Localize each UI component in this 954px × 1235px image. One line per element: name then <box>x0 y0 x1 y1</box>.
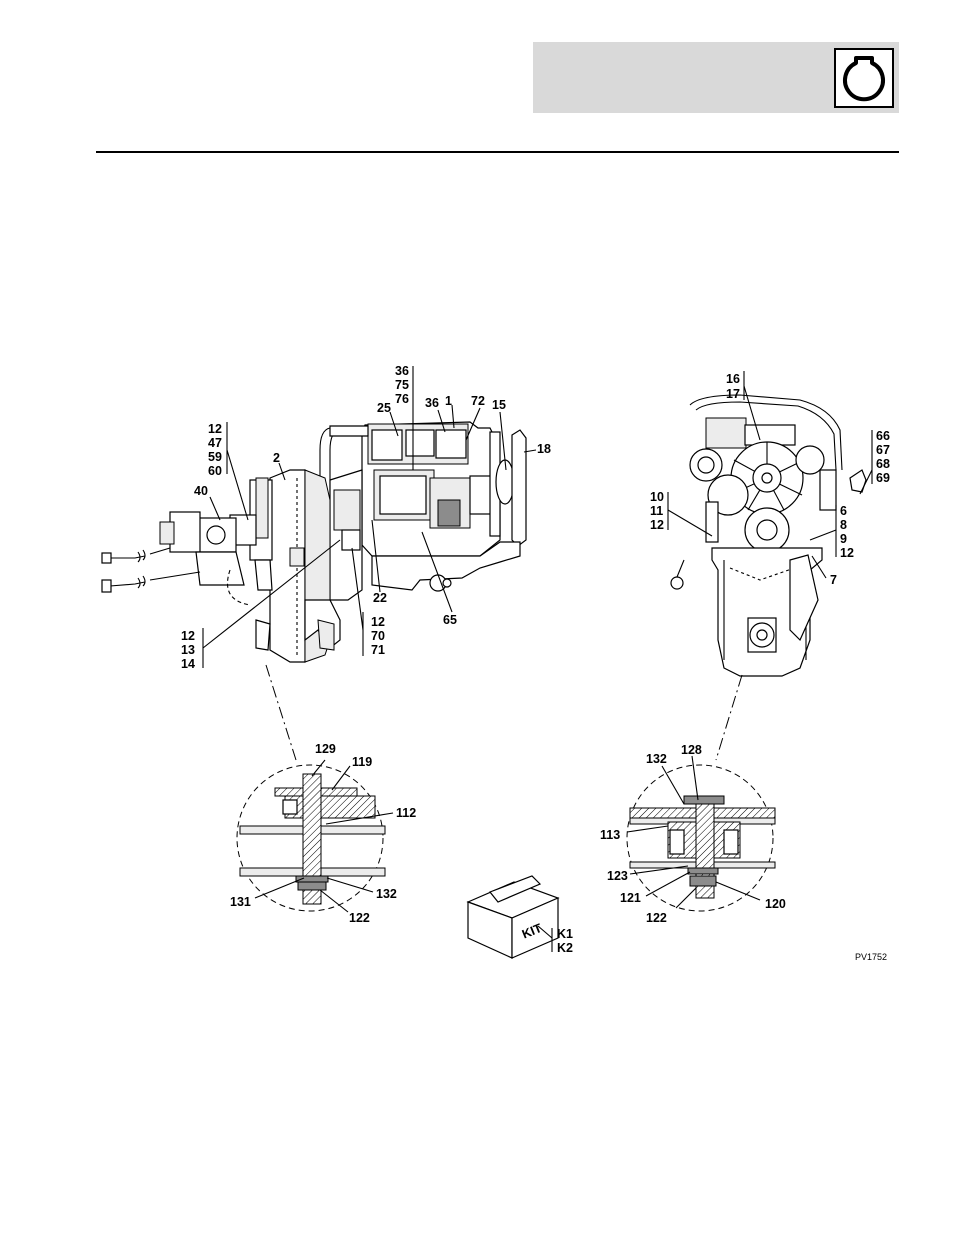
label-12-c: 12 <box>181 629 195 643</box>
header-rule <box>96 151 899 153</box>
label-6: 6 <box>840 504 847 518</box>
label-65: 65 <box>443 613 457 627</box>
engine-side-view <box>101 421 527 663</box>
label-17: 17 <box>726 387 740 401</box>
label-12-b: 12 <box>371 615 385 629</box>
label-12-e: 12 <box>840 546 854 560</box>
engine-icon-glyph <box>843 56 885 102</box>
label-k1: K1 <box>557 927 573 941</box>
label-113: 113 <box>600 828 620 842</box>
label-75: 75 <box>395 378 409 392</box>
label-128: 128 <box>681 743 702 757</box>
label-60: 60 <box>208 464 222 478</box>
label-47: 47 <box>208 436 222 450</box>
figure-reference: PV1752 <box>855 952 887 962</box>
detail-right <box>626 764 776 912</box>
label-40: 40 <box>194 484 208 498</box>
label-11: 11 <box>650 504 663 518</box>
label-69: 69 <box>876 471 890 485</box>
label-129: 129 <box>315 742 336 756</box>
detail-callout-right <box>715 674 743 761</box>
label-12-a: 12 <box>208 422 222 436</box>
leader-lines <box>202 366 873 952</box>
label-8: 8 <box>840 518 847 532</box>
detail-left <box>236 764 386 912</box>
detail-callout-left <box>265 664 297 761</box>
label-122-b: 122 <box>646 911 667 925</box>
engine-front-view <box>670 394 867 677</box>
label-112: 112 <box>396 806 416 820</box>
label-76: 76 <box>395 392 409 406</box>
label-2: 2 <box>273 451 280 465</box>
label-9: 9 <box>840 532 847 546</box>
label-10: 10 <box>650 490 664 504</box>
kit-box: KIT <box>466 875 560 959</box>
label-15: 15 <box>492 398 506 412</box>
callout-labels: 36 75 76 1 36 72 15 25 18 12 47 59 60 2 … <box>181 364 890 962</box>
label-k2: K2 <box>557 941 573 955</box>
label-7: 7 <box>830 573 837 587</box>
label-67: 67 <box>876 443 890 457</box>
label-36: 36 <box>395 364 409 378</box>
label-59: 59 <box>208 450 222 464</box>
label-132-b: 132 <box>646 752 667 766</box>
label-132-a: 132 <box>376 887 397 901</box>
label-36-b: 36 <box>425 396 439 410</box>
label-123: 123 <box>607 869 628 883</box>
label-14: 14 <box>181 657 195 671</box>
label-1: 1 <box>445 394 452 408</box>
label-72: 72 <box>471 394 485 408</box>
label-122-a: 122 <box>349 911 370 925</box>
label-16: 16 <box>726 372 740 386</box>
label-18: 18 <box>537 442 551 456</box>
engine-icon <box>834 48 894 108</box>
label-70: 70 <box>371 629 385 643</box>
label-12-d: 12 <box>650 518 664 532</box>
label-25: 25 <box>377 401 391 415</box>
label-131: 131 <box>230 895 251 909</box>
label-71: 71 <box>371 643 385 657</box>
label-119: 119 <box>352 755 372 769</box>
label-120: 120 <box>765 897 786 911</box>
label-22: 22 <box>373 591 387 605</box>
label-121: 121 <box>620 891 641 905</box>
label-66: 66 <box>876 429 890 443</box>
label-68: 68 <box>876 457 890 471</box>
label-13: 13 <box>181 643 195 657</box>
